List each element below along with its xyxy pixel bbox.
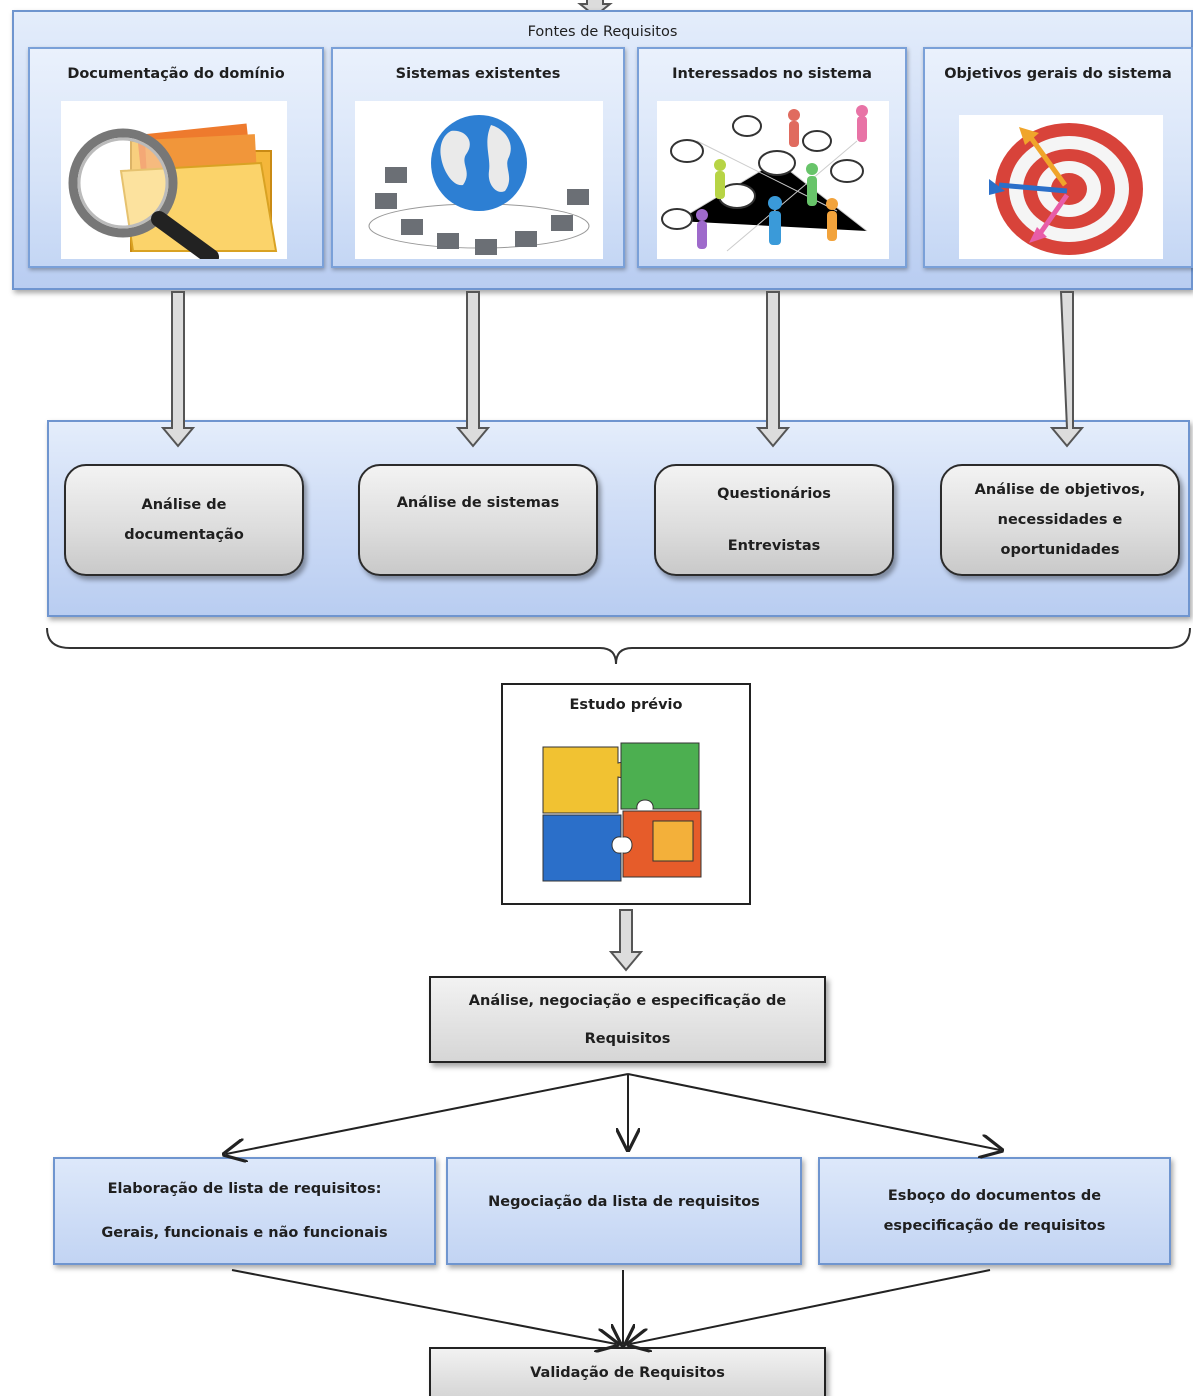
source-card-system-goals: Objetivos gerais do sistema [923,47,1193,268]
technique-goals-analysis: Análise de objetivos, necessidades e opo… [940,464,1180,576]
technique-label-line2: necessidades e [997,512,1123,528]
folder-magnifier-icon [61,101,287,259]
target-darts-icon [959,115,1163,259]
technique-documentation-analysis: Análise de documentação [64,464,304,576]
output-requirements-list: Elaboração de lista de requisitos: Gerai… [53,1157,436,1265]
sources-title: Fontes de Requisitos [527,24,678,40]
analysis-label-line2: Requisitos [584,1030,671,1047]
puzzle-pieces-icon [542,742,702,882]
output-list-negotiation: Negociação da lista de requisitos [446,1157,802,1265]
output-label-line1: Negociação da lista de requisitos [488,1194,760,1210]
technique-label-line2: documentação [124,527,244,543]
technique-label-line1: Análise de [141,497,227,513]
technique-label-line1: Questionários [717,486,831,502]
output-label-line2: especificação de requisitos [883,1218,1106,1234]
study-box: Estudo prévio [501,683,751,905]
source-card-label: Objetivos gerais do sistema [944,66,1172,82]
source-card-label: Interessados no sistema [672,66,872,82]
validation-label: Validação de Requisitos [530,1364,725,1381]
globe-network-icon [355,101,603,259]
analysis-box: Análise, negociação e especificação de R… [429,976,826,1063]
output-label-line2: Gerais, funcionais e não funcionais [101,1225,388,1241]
source-card-label: Documentação do domínio [67,66,285,82]
analysis-label-line1: Análise, negociação e especificação de [468,992,787,1009]
source-card-stakeholders: Interessados no sistema [637,47,907,268]
output-label-line1: Esboço do documentos de [887,1188,1102,1204]
study-label: Estudo prévio [569,697,683,713]
technique-questionnaires-interviews: Questionários Entrevistas [654,464,894,576]
technique-systems-analysis: Análise de sistemas [358,464,598,576]
source-card-label: Sistemas existentes [395,66,561,82]
validation-box: Validação de Requisitos [429,1347,826,1396]
source-card-domain-docs: Documentação do domínio [28,47,324,268]
technique-label-line1: Análise de sistemas [396,495,560,511]
technique-label-line2: Entrevistas [727,538,821,554]
source-card-existing-systems: Sistemas existentes [331,47,625,268]
output-label-line1: Elaboração de lista de requisitos: [107,1181,382,1197]
output-spec-draft: Esboço do documentos de especificação de… [818,1157,1171,1265]
people-speech-bubbles-icon [657,101,889,259]
technique-label-line1: Análise de objetivos, [974,482,1146,498]
technique-label-line3: oportunidades [1000,542,1120,558]
